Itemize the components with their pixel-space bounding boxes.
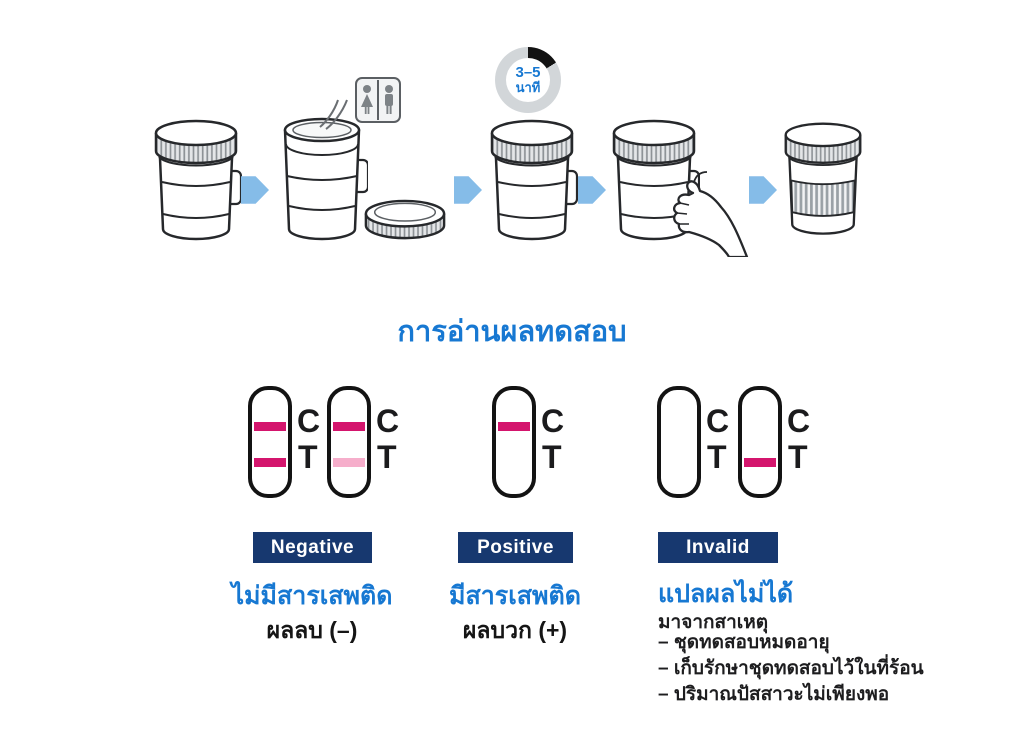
timer-duration: 3–5 [515,64,541,82]
hand-peeling-label-icon [650,152,750,257]
invalid-causes-heading: มาจากสาเหตุ [658,612,769,633]
test-letter: T [707,439,727,475]
timer-icon: 3–5 นาที [495,47,561,113]
timer-unit: นาที [515,80,541,96]
positive-subtitle: ผลบวก (+) [462,617,568,643]
arrow-right-icon [578,176,606,204]
cause-item: – เก็บรักษาชุดทดสอบไว้ในที่ร้อน [658,658,924,679]
specimen-cup-read-strips-icon [780,119,866,242]
arrow-right-icon [454,176,482,204]
test-line [254,458,286,467]
arrow-right-icon [241,176,269,204]
control-letter: C [376,403,400,439]
test-letter: T [377,439,397,475]
control-line [498,422,530,431]
test-letter: T [788,439,808,475]
restroom-sign-icon [354,76,402,124]
cause-item: – ปริมาณปัสสาวะไม่เพียงพอ [658,684,890,705]
test-line [744,458,776,467]
control-letter: C [787,403,811,439]
specimen-cup-closed-icon [150,116,242,248]
negative-subtitle: ผลลบ (–) [266,617,358,643]
invalid-badge: Invalid [658,532,778,563]
control-letter: C [297,403,321,439]
invalid-causes-list: – ชุดทดสอบหมดอายุ – เก็บรักษาชุดทดสอบไว้… [658,630,924,708]
negative-title: ไม่มีสารเสพติด [231,582,393,610]
test-strip [492,386,536,498]
test-line [333,458,365,467]
test-strip [327,386,371,498]
invalid-title: แปลผลไม่ได้ [658,580,794,608]
cause-item: – ชุดทดสอบหมดอายุ [658,632,830,653]
control-line [333,422,365,431]
control-letter: C [541,403,565,439]
test-strip [657,386,701,498]
negative-badge: Negative [253,532,372,563]
control-line [254,422,286,431]
test-strip [738,386,782,498]
arrow-right-icon [749,176,777,204]
test-strip [248,386,292,498]
control-letter: C [706,403,730,439]
cup-lid-icon [362,197,448,244]
specimen-cup-capped-icon [486,116,578,248]
test-letter: T [542,439,562,475]
test-letter: T [298,439,318,475]
positive-badge: Positive [458,532,573,563]
positive-title: มีสารเสพติด [449,582,581,610]
timer-label: 3–5 นาที [506,58,550,102]
section-heading: การอ่านผลทดสอบ [397,316,627,348]
